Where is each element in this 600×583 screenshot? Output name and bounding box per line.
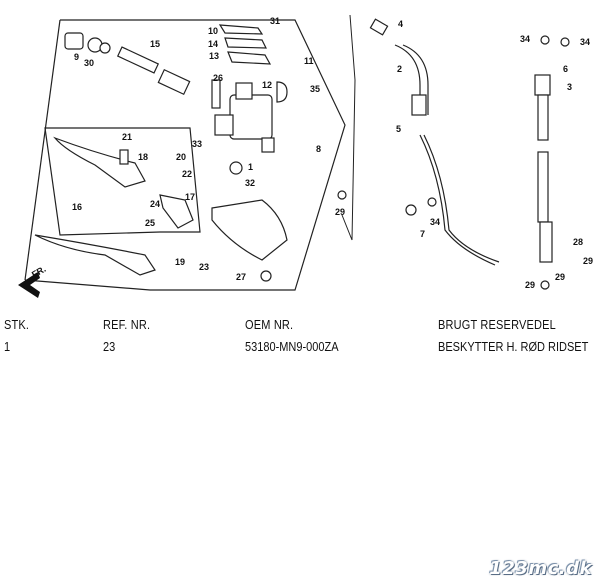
row-ref: 23 [103, 340, 116, 354]
header-ref: REF. NR. [103, 318, 151, 332]
callout-26: 26 [213, 73, 223, 83]
callout-29: 29 [555, 272, 565, 282]
callout-17: 17 [185, 192, 195, 202]
header-qty: STK. [4, 318, 30, 332]
callout-2: 2 [397, 64, 402, 74]
header-oem: OEM NR. [245, 318, 294, 332]
callout-28: 28 [573, 237, 583, 247]
callout-22: 22 [182, 169, 192, 179]
callout-14: 14 [208, 39, 218, 49]
watermark-logo: 123mc.dk [489, 558, 592, 579]
callout-11: 11 [304, 56, 314, 66]
callout-25: 25 [145, 218, 155, 228]
callout-5: 5 [396, 124, 401, 134]
callout-10: 10 [208, 26, 218, 36]
callout-21: 21 [122, 132, 132, 142]
row-part: BESKYTTER H. RØD RIDSET [438, 340, 589, 354]
header-part: BRUGT RESERVEDEL [438, 318, 556, 332]
callout-27: 27 [236, 272, 246, 282]
row-qty: 1 [4, 340, 11, 354]
callout-6: 6 [563, 64, 568, 74]
direction-label: FR. [30, 264, 48, 280]
callout-16: 16 [72, 202, 82, 212]
callout-8: 8 [316, 144, 321, 154]
hose-assembly [337, 18, 570, 290]
callout-1: 1 [248, 162, 253, 172]
callout-18: 18 [138, 152, 148, 162]
callout-32: 32 [245, 178, 255, 188]
callout-19: 19 [175, 257, 185, 267]
hose-line [341, 14, 356, 241]
lever-group [34, 136, 194, 276]
row-oem: 53180-MN9-000ZA [245, 340, 339, 354]
callout-30: 30 [84, 58, 94, 68]
callout-33: 33 [192, 139, 202, 149]
callout-4: 4 [398, 19, 403, 29]
callout-15: 15 [150, 39, 160, 49]
callout-9: 9 [74, 52, 79, 62]
callout-29: 29 [525, 280, 535, 290]
diagram-frame [24, 19, 346, 291]
callout-29: 29 [335, 207, 345, 217]
master-cylinder-group [64, 24, 288, 175]
callout-31: 31 [270, 16, 280, 26]
parts-exploded-diagram: FR. 123456789101112131415161718192021222… [18, 14, 593, 298]
callout-13: 13 [209, 51, 219, 61]
callout-34: 34 [580, 37, 590, 47]
callout-3: 3 [567, 82, 572, 92]
callout-20: 20 [176, 152, 186, 162]
callout-24: 24 [150, 199, 160, 209]
protector-cover [211, 199, 288, 282]
callout-12: 12 [262, 80, 272, 90]
callout-23: 23 [199, 262, 209, 272]
callout-numbers: 1234567891011121314151617181920212223242… [72, 16, 593, 290]
callout-34: 34 [430, 217, 440, 227]
callout-29: 29 [583, 256, 593, 266]
callout-35: 35 [310, 84, 320, 94]
callout-7: 7 [420, 229, 425, 239]
callout-34: 34 [520, 34, 530, 44]
